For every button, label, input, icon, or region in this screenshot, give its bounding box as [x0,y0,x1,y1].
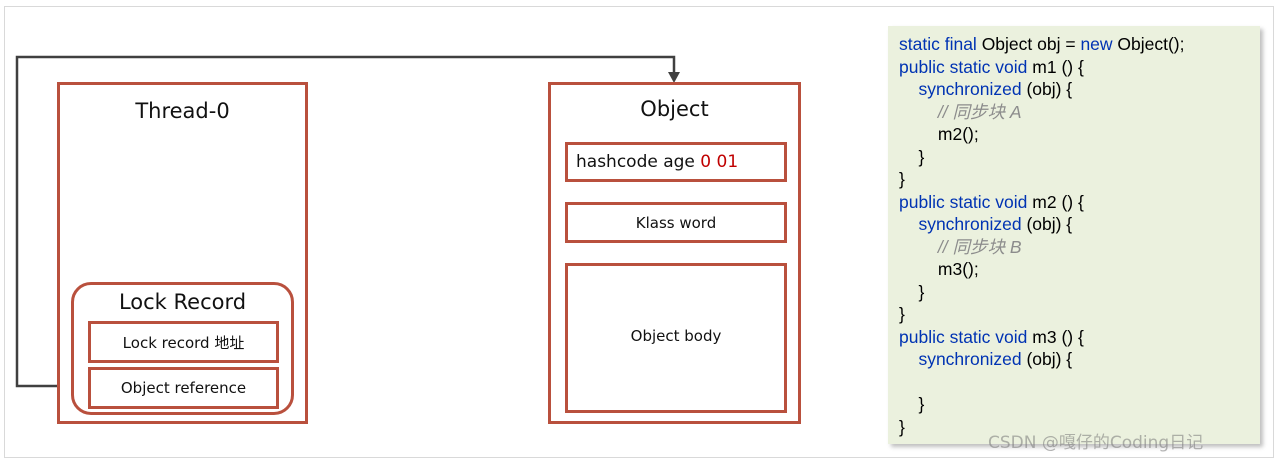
watermark: CSDN @嘎仔的Coding日记 [988,433,1204,453]
code-text: m2(); [899,124,979,144]
mark-word-field: hashcode age 0 01 [565,142,787,182]
code-panel: static final Object obj = new Object();p… [888,26,1260,444]
code-line: } [899,303,1260,326]
code-line: synchronized (obj) { [899,78,1260,101]
code-text [899,237,938,257]
code-text: (obj) { [1026,349,1073,369]
object-reference-field: Object reference [88,367,279,409]
code-text: (obj) { [1026,214,1073,234]
code-text: } [899,169,905,189]
code-keyword: synchronized [918,79,1027,99]
code-text: m1 () { [1032,56,1084,77]
mark-word-text: hashcode age [576,152,701,172]
code-line: m3(); [899,258,1260,281]
code-line: synchronized (obj) { [899,213,1260,236]
code-text: } [899,304,905,324]
code-keyword: public static void [899,326,1033,347]
code-line: static final Object obj = new Object(); [899,33,1260,56]
code-line: m2(); [899,123,1260,146]
code-keyword: synchronized [918,214,1027,234]
object-title: Object [640,97,709,121]
code-line: } [899,393,1260,416]
lock-state-bits: 0 01 [700,152,739,172]
code-line: } [899,416,1260,439]
code-text [899,349,918,369]
code-keyword: public static void [899,191,1033,212]
code-line: } [899,146,1260,169]
code-text [899,214,918,234]
code-keyword: static final [899,34,982,54]
klass-word-field: Klass word [565,202,787,243]
code-text: } [899,281,925,302]
code-text [899,102,938,122]
code-text: Object(); [1117,34,1185,54]
code-line: // 同步块 A [899,101,1260,124]
code-keyword: new [1080,34,1118,54]
code-text: Object obj = [981,34,1081,54]
lock-record-title: Lock Record [118,290,247,314]
code-text: } [899,416,905,437]
code-keyword: public static void [899,56,1033,77]
code-line: public static void m1 () { [899,56,1260,79]
code-line: } [899,281,1260,304]
outer-frame [4,6,1274,458]
code-text: (obj) { [1026,79,1073,99]
code-comment: // 同步块 B [937,236,1022,257]
code-line: // 同步块 B [899,236,1260,259]
code-text: m2 () { [1032,191,1084,212]
object-box: Object hashcode age 0 01 Klass word Obje… [548,82,801,424]
code-text: m3 () { [1032,326,1084,347]
code-line [899,371,1260,394]
code-line: public static void m2 () { [899,191,1260,214]
code-line: public static void m3 () { [899,326,1260,349]
lock-record-address-field: Lock record 地址 [88,321,279,363]
code-keyword: synchronized [918,349,1027,369]
code-line: } [899,168,1260,191]
thread-box: Thread-0 Lock Record Lock record 地址 Obje… [57,82,308,424]
object-body-field: Object body [565,263,787,413]
thread-title: Thread-0 [135,99,230,123]
code-text: m3(); [899,259,979,279]
code-text: } [899,146,925,167]
code-text [899,79,918,99]
lock-record-box: Lock Record Lock record 地址 Object refere… [71,282,294,415]
code-text: } [899,394,925,414]
code-line: synchronized (obj) { [899,348,1260,371]
code-comment: // 同步块 A [937,101,1022,122]
